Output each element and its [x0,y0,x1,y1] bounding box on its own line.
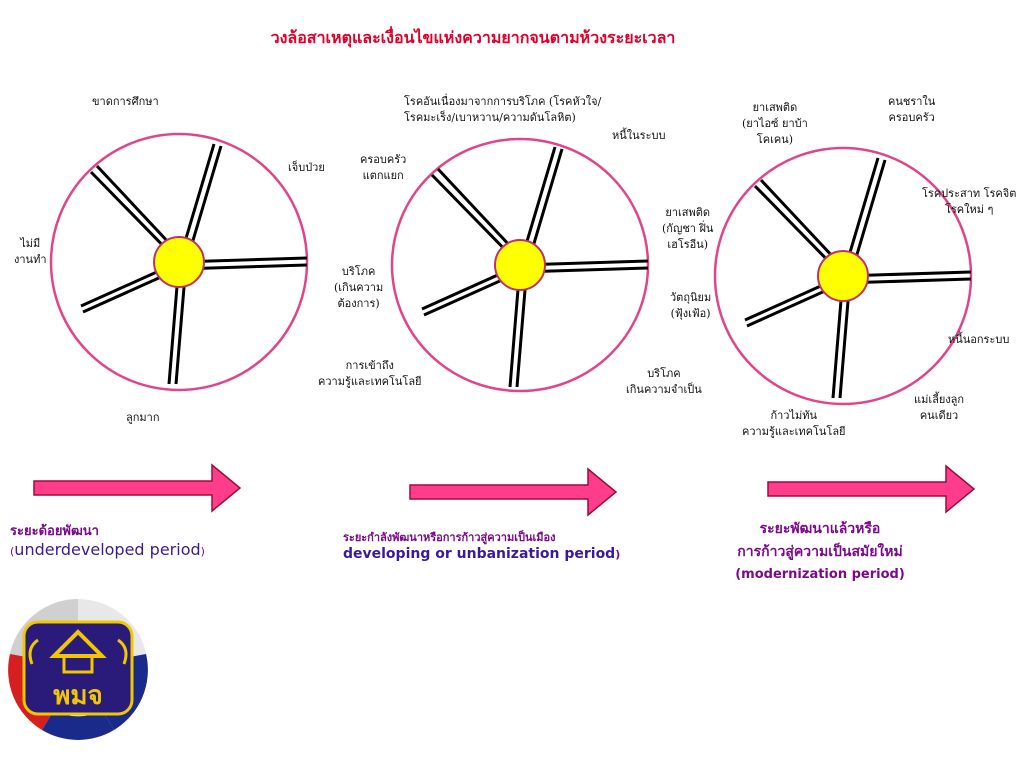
w2-label-excess-consumption: บริโภค เกินความจำเป็น [626,367,702,396]
period-1-english: (underdeveloped period) [10,540,205,559]
w3-label-elderly: คนชราใน ครอบครัว [888,95,936,124]
w2-label-tech-access: การเข้าถึง ความรู้และเทคโนโลยี [318,359,422,388]
period-3: ระยะพัฒนาแล้วหรือ การก้าวสู่ความเป็นสมัย… [720,518,920,586]
w3-label-single-mother: แม่เลี้ยงลูก คนเดียว [914,393,965,422]
period-3-thai-line1: ระยะพัฒนาแล้วหรือ [759,521,881,537]
wheel-2 [390,137,650,393]
w1-label-no-education: ขาดการศึกษา [92,95,159,108]
w2-label-overconsumption: บริโภค (เกินความ ต้องการ) [334,265,384,310]
w3-label-tech-gap: ก้าวไม่ทัน ความรู้และเทคโนโลยี [742,409,846,438]
wheel-1 [49,132,309,392]
w3-label-drugs: ยาเสพติด (ยาไอซ์ ยาบ้า โคเคน) [742,101,808,146]
period-3-english: (modernization period) [735,567,905,583]
w3-label-mental-illness: โรคประสาท โรคจิต โรคใหม่ ๆ [922,187,1017,216]
wheel-diagram [33,132,976,517]
w2-label-consumption-disease: โรคอันเนื่องมาจากการบริโภค (โรคหัวใจ/ โร… [404,95,602,124]
w1-label-unemployed: ไม่มี งานทำ [14,237,47,266]
period-1-thai: ระยะด้อยพัฒนา [10,524,99,539]
w1-label-illness: เจ็บป่วย [288,161,325,174]
wheel-3-hub [817,250,869,302]
period-3-thai-line2: การก้าวสู่ความเป็นสมัยใหม่ [737,544,903,561]
diagram-title: วงล้อสาเหตุและเงื่อนไขแห่งความยากจนตามห้… [270,28,676,47]
period-2-english: developing or unbanization period) [343,546,621,562]
agency-logo: พมจ [8,599,148,740]
w2-label-formal-debt: หนี้ในระบบ [612,129,666,142]
arrow-2 [409,467,618,517]
w3-label-informal-debt: หนี้นอกระบบ [948,333,1010,346]
period-2-thai: ระยะกำลังพัฒนาหรือการก้าวสู่ความเป็นเมือ… [343,531,556,544]
wheel-1-hub [153,236,205,288]
w2-label-broken-family: ครอบครัว แตกแยก [360,153,407,182]
arrow-3 [767,464,976,514]
w2-label-materialism: วัตถุนิยม (ฟุ้งเฟ้อ) [670,291,712,320]
wheel-2-hub [494,239,546,291]
logo-text: พมจ [53,681,103,711]
wheel-3 [713,146,973,406]
w2-label-drugs: ยาเสพติด (กัญชา ฝิ่น เฮโรอีน) [662,206,714,251]
w1-label-many-children: ลูกมาก [126,411,160,424]
arrow-1 [33,463,242,513]
